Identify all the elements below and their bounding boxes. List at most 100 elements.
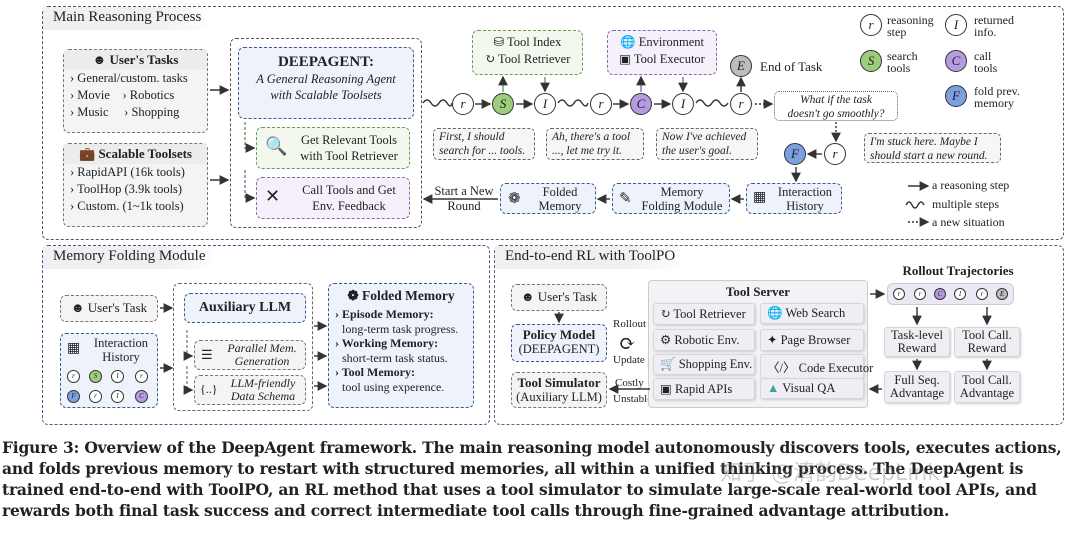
web-search-tool: 🌐 Web Search	[760, 303, 864, 324]
costly-label: Costly	[615, 377, 644, 389]
legend-node-i: I	[945, 14, 967, 36]
retriever-icon: ↻	[484, 52, 496, 66]
chain-node-reasoning: r	[730, 93, 752, 115]
get-tools-box: 🔍 Get Relevant Tools with Tool Retriever	[256, 127, 410, 169]
robotic-env-tool: ⚙ Robotic Env.	[653, 329, 755, 351]
toolset-item: ToolHop (3.9k tools)	[77, 182, 183, 196]
tool-server-title: Tool Server	[725, 284, 791, 299]
wrench-icon: ✕	[265, 186, 281, 206]
cycle-icon: ⟳	[619, 333, 636, 355]
trajectory-box: r r C I r E	[887, 283, 1014, 305]
shopping-env-tool: 🛒 Shopping Env.	[653, 354, 755, 375]
toolset-item: RapidAPI (16k tools)	[77, 165, 185, 179]
watermark: 知乎 @清韵DeepLink	[720, 461, 941, 486]
rl-title: End-to-end RL with ToolPO	[495, 246, 686, 269]
end-of-task-label: End of Task	[760, 59, 823, 74]
memory-item-title: › Working Memory:	[335, 336, 439, 350]
memory-item-title: › Tool Memory:	[335, 365, 415, 379]
start-new-round-line2: Round	[447, 199, 481, 213]
call-tools-line1: Call Tools and Get	[302, 183, 396, 197]
unstable-label: Unstable	[613, 393, 653, 405]
scalable-toolsets-box: 💼 Scalable Toolsets › RapidAPI (16k tool…	[63, 143, 208, 227]
globe-icon: 🌐	[620, 35, 636, 49]
update-label: Update	[613, 354, 645, 366]
books-icon: ▦	[753, 190, 767, 205]
user-icon: ☻	[520, 289, 535, 304]
memory-folding-title: Memory Folding Module	[43, 246, 216, 269]
legend-node-s: S	[860, 50, 882, 72]
mini-history-graph: r S I r F r I C	[67, 370, 153, 406]
task-item: Music	[77, 105, 109, 119]
auxiliary-llm-box: Auxiliary LLM	[184, 293, 306, 323]
get-tools-line2: with Tool Retriever	[300, 149, 398, 163]
memory-item-desc: short-term task status.	[342, 350, 448, 365]
click-icon: ✦	[767, 333, 778, 347]
executor-icon: ▣	[619, 52, 631, 66]
mf-folded-memory-box: ❁ Folded Memory › Episode Memory: long-t…	[328, 283, 474, 408]
environment-box: 🌐 Environment ▣ Tool Executor	[607, 30, 717, 75]
memory-item-desc: long-term task progress.	[342, 321, 459, 336]
legend-arrow-new-situation: a new situation	[932, 215, 1005, 229]
end-node: E	[730, 55, 752, 77]
rollout-label: Rollout	[613, 318, 647, 330]
tool-index-label: Tool Index	[507, 35, 562, 49]
deepagent-title: DEEPAGENT:	[277, 54, 375, 70]
rollout-trajectories-title: Rollout Trajectories	[902, 263, 1014, 278]
task-item: Movie	[77, 88, 110, 102]
tool-retriever-tool: ↻ Tool Retriever	[653, 303, 755, 325]
parallel-mem-box: ☰ Parallel Mem.Generation	[194, 340, 306, 370]
code-executor-tool: 〈/〉 Code Executor	[760, 354, 873, 379]
robot-arm-icon: ⚙	[660, 333, 672, 347]
environment-label: Environment	[638, 35, 704, 49]
brain-icon: ❁	[347, 288, 359, 303]
chain-node-search: S	[492, 93, 514, 115]
tool-retriever-label: Tool Retriever	[498, 52, 571, 66]
full-seq-advantage-box: Full Seq.Advantage	[884, 371, 950, 403]
chain-node-info: I	[672, 93, 694, 115]
braces-icon: {..}	[200, 382, 218, 396]
image-icon: ▲	[767, 381, 780, 395]
memory-item-desc: tool using experence.	[342, 379, 445, 394]
user-icon: ☻	[70, 300, 85, 315]
toolsets-header: 💼 Scalable Toolsets	[64, 144, 207, 164]
legend-node-c: C	[945, 50, 967, 72]
policy-model-box: Policy Model (DEEPAGENT)	[511, 324, 607, 362]
code-icon: 〈/〉	[767, 361, 796, 375]
users-tasks-box: ☻ User's Tasks › General/custom. tasks ›…	[63, 49, 208, 133]
task-item: General/custom. tasks	[77, 71, 188, 85]
chain-node-call: C	[630, 93, 652, 115]
chain-node-reasoning: r	[452, 93, 474, 115]
legend-node-f: F	[945, 85, 967, 107]
start-new-round-line1: Start a New	[434, 184, 494, 198]
search-document-icon: 🔍	[265, 136, 288, 156]
task-item: Shopping	[131, 105, 180, 119]
user-icon: ☻	[92, 52, 107, 67]
brain-icon: ❁	[508, 191, 521, 207]
deepagent-title-box: DEEPAGENT: A General Reasoning Agent wit…	[238, 47, 414, 119]
figure-caption: Figure 3: Overview of the DeepAgent fram…	[2, 438, 1062, 520]
users-tasks-header: ☻ User's Tasks	[64, 50, 207, 70]
call-tools-line2: Env. Feedback	[312, 199, 386, 213]
toolbox-icon: 💼	[79, 146, 96, 161]
chain-node-info: I	[534, 93, 556, 115]
tool-call-advantage-box: Tool Call.Advantage	[954, 371, 1020, 403]
tool-executor-label: Tool Executor	[633, 52, 705, 66]
deepagent-subtitle-1: A General Reasoning Agent	[256, 72, 396, 86]
database-icon: ⛁	[493, 35, 505, 49]
legend-arrow-multiple: multiple steps	[932, 197, 999, 211]
visual-qa-tool: ▲ Visual QA	[760, 378, 864, 399]
fold-reasoning-node: r	[824, 143, 846, 165]
legend-arrow-reasoning: a reasoning step	[932, 178, 1010, 192]
main-reasoning-title: Main Reasoning Process	[43, 7, 212, 30]
deepagent-subtitle-2: with Scalable Toolsets	[270, 88, 382, 102]
thought-bubble: Ah, there's a tool..., let me try it.	[546, 128, 644, 160]
tool-simulator-box: Tool Simulator (Auxiliary LLM)	[511, 372, 607, 408]
call-tools-box: ✕ Call Tools and Get Env. Feedback	[256, 177, 410, 219]
